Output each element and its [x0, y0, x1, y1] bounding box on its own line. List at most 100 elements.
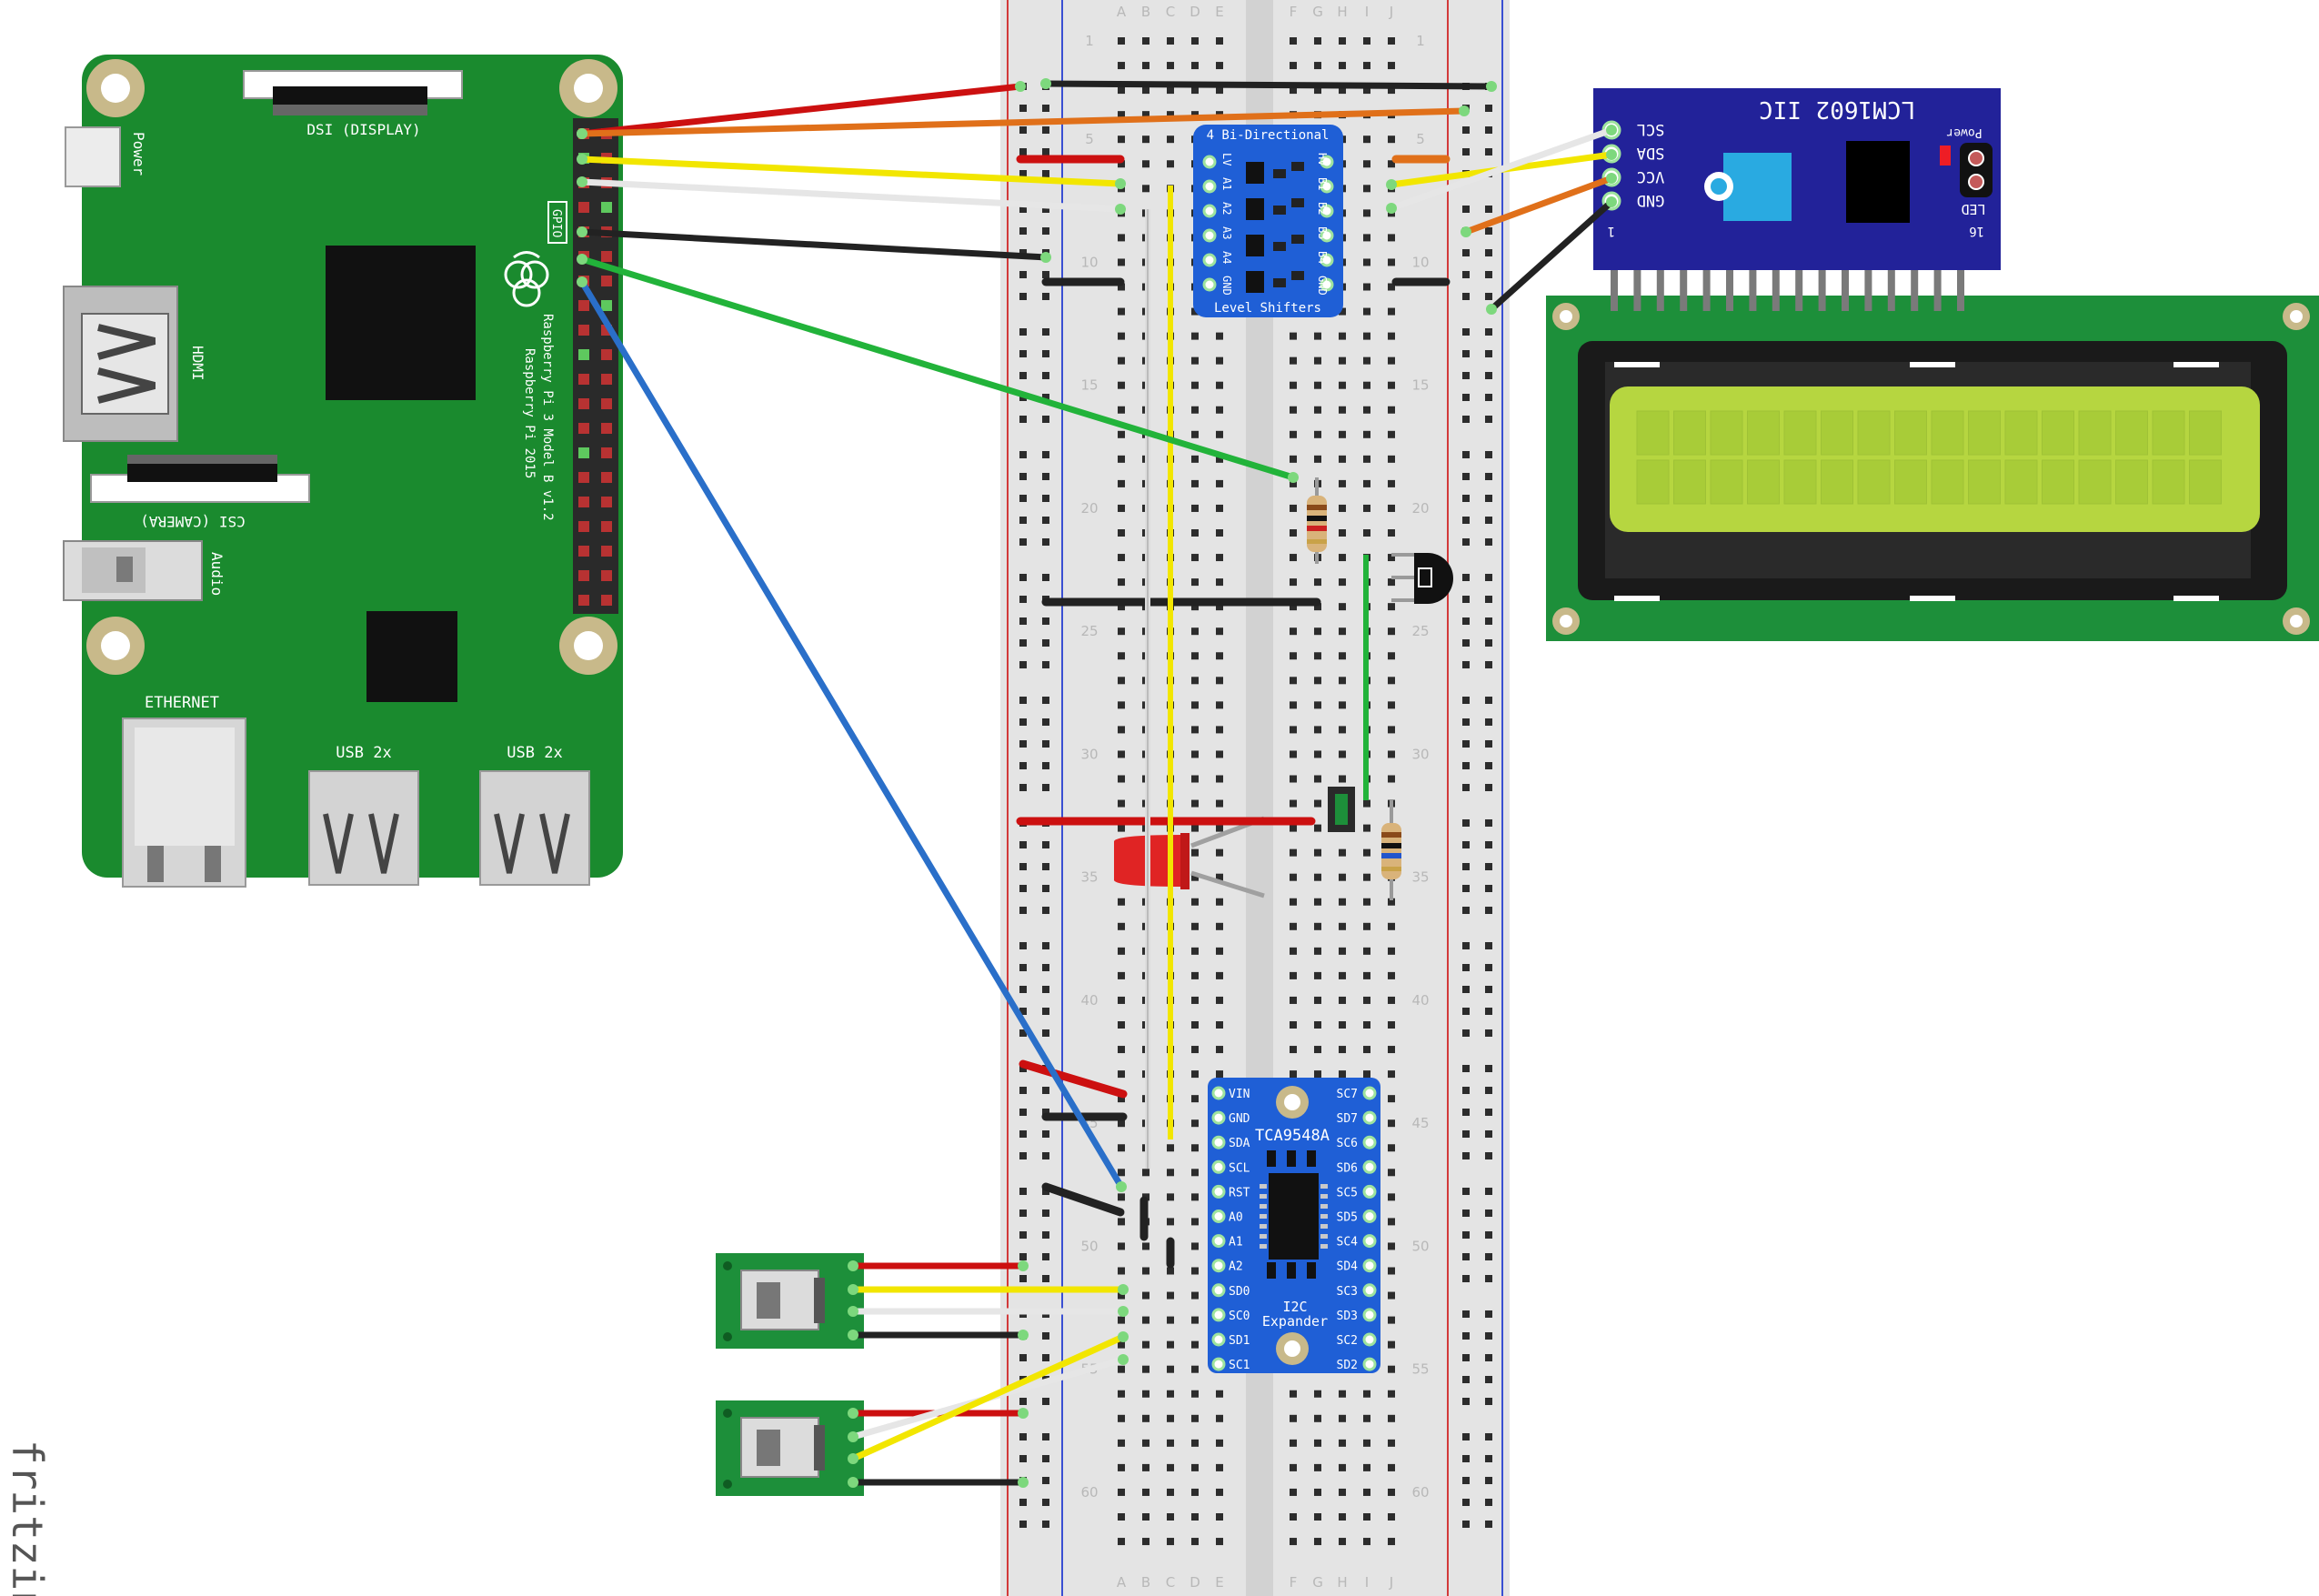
- pin: [1211, 1357, 1226, 1371]
- mounting-hole-icon: [559, 59, 617, 117]
- wire: [1462, 175, 1615, 236]
- row-number: 30: [1411, 746, 1429, 762]
- pin-label: SC0: [1229, 1310, 1250, 1323]
- csi-connector: [90, 455, 310, 503]
- wire-end: [1118, 1354, 1129, 1365]
- lcd-cell: [2152, 459, 2185, 505]
- wire-end: [1486, 81, 1497, 92]
- resistor-smd: [1287, 1150, 1296, 1167]
- pin-label: B4: [1316, 251, 1329, 264]
- usb-controller-chip: [366, 611, 457, 702]
- wire-end: [1606, 196, 1617, 207]
- column-letter: C: [1166, 4, 1175, 20]
- chip-leg: [1260, 1234, 1267, 1239]
- wire-end: [848, 1408, 858, 1419]
- wire: [578, 228, 1049, 261]
- lcd-cell: [2004, 459, 2038, 505]
- pin-label: SD2: [1337, 1359, 1358, 1372]
- row-number: 20: [1411, 500, 1429, 517]
- lcd-cell: [1783, 410, 1817, 456]
- column-letter: E: [1215, 1574, 1223, 1591]
- resistor-1: [1307, 477, 1327, 564]
- wire-end: [1116, 1181, 1127, 1192]
- i2c-chip-label: TCA9548A: [1255, 1127, 1330, 1145]
- pin-label: SC2: [1337, 1334, 1358, 1348]
- wire-end: [1118, 1284, 1129, 1295]
- header-pin: [1611, 236, 1618, 311]
- resistor-smd: [1307, 1262, 1316, 1279]
- header-pin: [1818, 236, 1826, 311]
- row-number: 35: [1411, 869, 1429, 886]
- level-shifter-subtitle: Level Shifters: [1214, 301, 1321, 316]
- sensor-board-1: [716, 1253, 864, 1349]
- wire: [849, 1333, 1127, 1462]
- column-letter: C: [1166, 1574, 1175, 1591]
- row-number: 30: [1080, 746, 1098, 762]
- pin-label: SD1: [1229, 1334, 1250, 1348]
- row-number: 25: [1411, 623, 1429, 639]
- pin: [1320, 204, 1334, 218]
- pin-label: A4: [1220, 251, 1233, 264]
- gpio-label-box: [547, 201, 567, 244]
- usb1-label: USB 2x: [336, 744, 391, 762]
- gpio-pin: [578, 300, 589, 311]
- pin-label: SC4: [1337, 1236, 1359, 1250]
- raspberry-logo-icon: [504, 251, 549, 307]
- row-number: 15: [1080, 377, 1098, 394]
- header-pin: [1772, 236, 1780, 311]
- lcd-cell: [1783, 459, 1817, 505]
- pin: [1211, 1259, 1226, 1273]
- wire-end: [577, 226, 587, 237]
- wire-end: [848, 1453, 858, 1464]
- wire: [1488, 198, 1615, 313]
- level-shifter-module: 4 Bi-Directional Level Shifters LVA1A2A3…: [1193, 125, 1343, 317]
- pin: [1362, 1332, 1377, 1347]
- pin: [1211, 1283, 1226, 1298]
- mounting-hole-icon: [86, 617, 145, 675]
- header-pin: [1795, 236, 1803, 311]
- pin: [1320, 277, 1334, 292]
- pin-label: B1: [1316, 177, 1329, 190]
- pin: [1362, 1259, 1377, 1273]
- pin-label: RST: [1229, 1186, 1250, 1200]
- column-letter: G: [1312, 1574, 1323, 1591]
- pin: [1211, 1308, 1226, 1322]
- gpio-pin: [601, 497, 612, 507]
- wire-end: [848, 1431, 858, 1442]
- pin-label: SDA: [1229, 1137, 1250, 1150]
- chip-leg: [1320, 1224, 1328, 1229]
- chip-leg: [1260, 1184, 1267, 1189]
- lcd-cell: [1931, 459, 1964, 505]
- pin-label: A1: [1229, 1236, 1243, 1250]
- header-pin: [1911, 236, 1919, 311]
- lcd-cell: [1673, 459, 1706, 505]
- wire-end: [1115, 178, 1126, 189]
- wire-end: [1606, 149, 1617, 160]
- resistor-smd: [1307, 1150, 1316, 1167]
- pin-label: VIN: [1229, 1088, 1250, 1101]
- resistor-smd: [1267, 1150, 1276, 1167]
- lcd-cell: [1636, 410, 1670, 456]
- lcd-display: [1546, 296, 2319, 641]
- mosfet: [1246, 198, 1264, 220]
- column-letter: H: [1337, 1574, 1347, 1591]
- lcd-cell: [1747, 410, 1780, 456]
- chip-leg: [1320, 1234, 1328, 1239]
- i2c-caption-line1: I2C: [1282, 1299, 1307, 1315]
- pushbutton: [1328, 787, 1355, 832]
- lcd-cell: [1968, 459, 2001, 505]
- lcd-cell: [2004, 410, 2038, 456]
- gpio-pin: [578, 570, 589, 581]
- pin: [1211, 1210, 1226, 1223]
- wire-end: [848, 1330, 858, 1340]
- chip-leg: [1260, 1204, 1267, 1209]
- pin-label: SCL: [1637, 120, 1665, 138]
- jumper-wire: [1019, 1059, 1128, 1099]
- wire-end: [1115, 204, 1126, 215]
- column-letter: D: [1190, 1574, 1200, 1591]
- row-number: 35: [1080, 869, 1098, 886]
- column-letter: J: [1389, 1574, 1393, 1591]
- level-shifter-components: [1246, 162, 1304, 293]
